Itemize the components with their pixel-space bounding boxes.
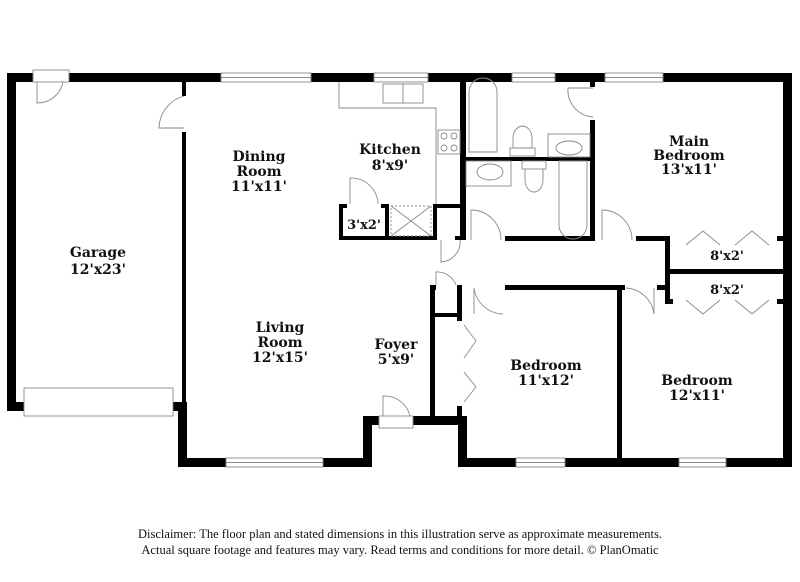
bedroom-2-dims: 12'x11' xyxy=(669,388,725,404)
closet-main-dims: 8'x2' xyxy=(710,249,744,264)
kitchen-name: Kitchen xyxy=(359,142,421,158)
dining-name-1: Dining xyxy=(233,149,286,165)
main-bedroom-name-2: Bedroom xyxy=(653,148,725,164)
living-dims: 12'x15' xyxy=(252,350,308,366)
dining-dims: 11'x11' xyxy=(231,179,287,195)
living-name-1: Living xyxy=(256,320,305,336)
pantry-dims: 3'x2' xyxy=(347,218,381,233)
garage-name: Garage xyxy=(70,245,126,261)
windows xyxy=(23,72,727,468)
bedroom-1-name: Bedroom xyxy=(510,358,582,374)
fixtures xyxy=(338,77,591,240)
foyer-name: Foyer xyxy=(375,337,419,353)
disclaimer-line-2: Actual square footage and features may v… xyxy=(141,543,659,557)
main-bedroom-dims: 13'x11' xyxy=(661,162,717,178)
doors xyxy=(32,69,770,429)
kitchen-dims: 8'x9' xyxy=(372,158,408,174)
bedroom-2-name: Bedroom xyxy=(661,373,733,389)
foyer-dims: 5'x9' xyxy=(378,352,414,368)
interior-walls xyxy=(182,82,785,463)
dining-name-2: Room xyxy=(236,164,281,180)
living-name-2: Room xyxy=(257,335,302,351)
garage-dims: 12'x23' xyxy=(70,262,126,278)
main-bedroom-name-1: Main xyxy=(669,134,709,150)
disclaimer-line-1: Disclaimer: The floor plan and stated di… xyxy=(138,527,662,541)
closet-bedroom2-dims: 8'x2' xyxy=(710,283,744,298)
room-labels: Garage 12'x23' Dining Room 11'x11' Kitch… xyxy=(70,134,744,404)
bedroom-1-dims: 11'x12' xyxy=(518,373,574,389)
